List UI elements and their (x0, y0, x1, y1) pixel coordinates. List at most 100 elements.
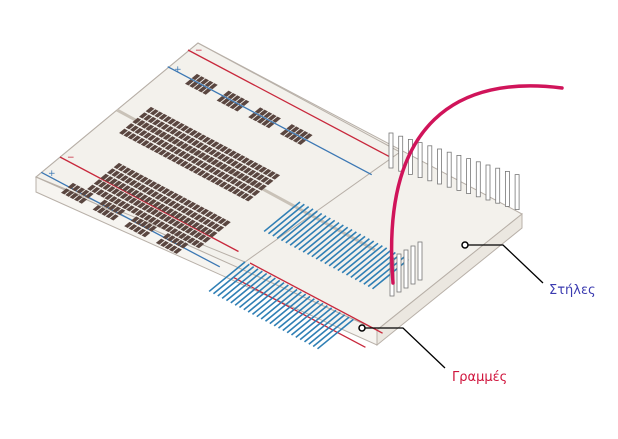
column-strip (269, 293, 307, 325)
column-strip (302, 222, 340, 253)
hole (143, 196, 153, 203)
hole (106, 186, 116, 193)
column-strip (276, 208, 314, 239)
column-strip (212, 263, 250, 295)
hole (178, 232, 187, 240)
hole (130, 172, 140, 179)
hole (193, 149, 202, 157)
hole (210, 141, 220, 148)
hole (140, 140, 150, 147)
rail-line (249, 262, 383, 334)
hole (242, 185, 252, 192)
hole (184, 145, 194, 152)
clip-pin (485, 164, 491, 201)
hole (113, 162, 123, 170)
hole (156, 203, 166, 210)
hole (208, 231, 218, 238)
hole (128, 224, 138, 231)
hole (180, 143, 189, 150)
hole (136, 137, 146, 145)
hole (166, 153, 176, 161)
hole (171, 220, 181, 227)
hole (128, 179, 138, 187)
hole (138, 130, 148, 137)
hole (211, 223, 220, 230)
hole (141, 231, 151, 238)
hole (167, 136, 176, 143)
hole (254, 107, 264, 114)
hole (111, 188, 120, 195)
hole (139, 176, 149, 183)
hole (122, 185, 131, 192)
hole (150, 191, 160, 198)
hole (121, 203, 131, 210)
hole (267, 114, 277, 121)
hole (271, 173, 281, 180)
hole (126, 187, 136, 194)
hole (151, 119, 161, 126)
hole (197, 234, 207, 241)
hole (125, 123, 135, 130)
hole (201, 172, 211, 179)
column-strip (247, 282, 285, 313)
hole (199, 162, 209, 169)
hole (156, 185, 166, 193)
hole (174, 212, 183, 219)
hole (202, 88, 212, 95)
rail-line (59, 156, 239, 253)
hole (198, 216, 207, 223)
hole (130, 125, 139, 132)
hole (169, 210, 179, 217)
hole (154, 129, 163, 136)
column-strip (251, 284, 289, 316)
hole (171, 237, 180, 244)
hole (176, 222, 185, 230)
hole (284, 131, 293, 139)
hole (95, 189, 105, 196)
hole (103, 201, 113, 209)
hole (139, 194, 149, 201)
hole (154, 111, 164, 118)
rail-minus-mark-lower: − (67, 153, 75, 163)
hole (262, 168, 272, 176)
hole (147, 134, 157, 141)
hole (201, 136, 211, 143)
column-strip (221, 268, 259, 299)
hole (190, 157, 200, 164)
hole (197, 152, 207, 159)
column-strip (293, 217, 331, 249)
hole (186, 137, 196, 144)
hole (227, 168, 237, 175)
hole (135, 174, 145, 181)
hole (227, 92, 237, 100)
hole (130, 207, 140, 214)
hole (245, 177, 254, 184)
hole (216, 96, 226, 103)
hole (147, 216, 157, 223)
hole (195, 76, 205, 83)
hole (141, 204, 151, 211)
column-strip (285, 212, 323, 244)
hole (158, 149, 167, 156)
hole (115, 172, 125, 180)
hole (297, 138, 306, 145)
hole (169, 128, 179, 135)
hole (192, 167, 202, 174)
hole (167, 118, 177, 125)
column-strip (238, 277, 276, 309)
hole (208, 166, 217, 174)
rail-minus-mark: − (195, 46, 203, 56)
hole (212, 151, 222, 158)
column-strip (337, 240, 375, 272)
hole (182, 153, 191, 160)
hole (303, 133, 313, 140)
hole (225, 176, 235, 183)
hole (87, 184, 96, 191)
hole (184, 79, 194, 86)
hole (113, 180, 123, 187)
column-strip (308, 314, 346, 345)
hole (230, 160, 239, 167)
hole (107, 204, 117, 211)
hole (295, 128, 304, 135)
clip-pin (456, 154, 462, 191)
